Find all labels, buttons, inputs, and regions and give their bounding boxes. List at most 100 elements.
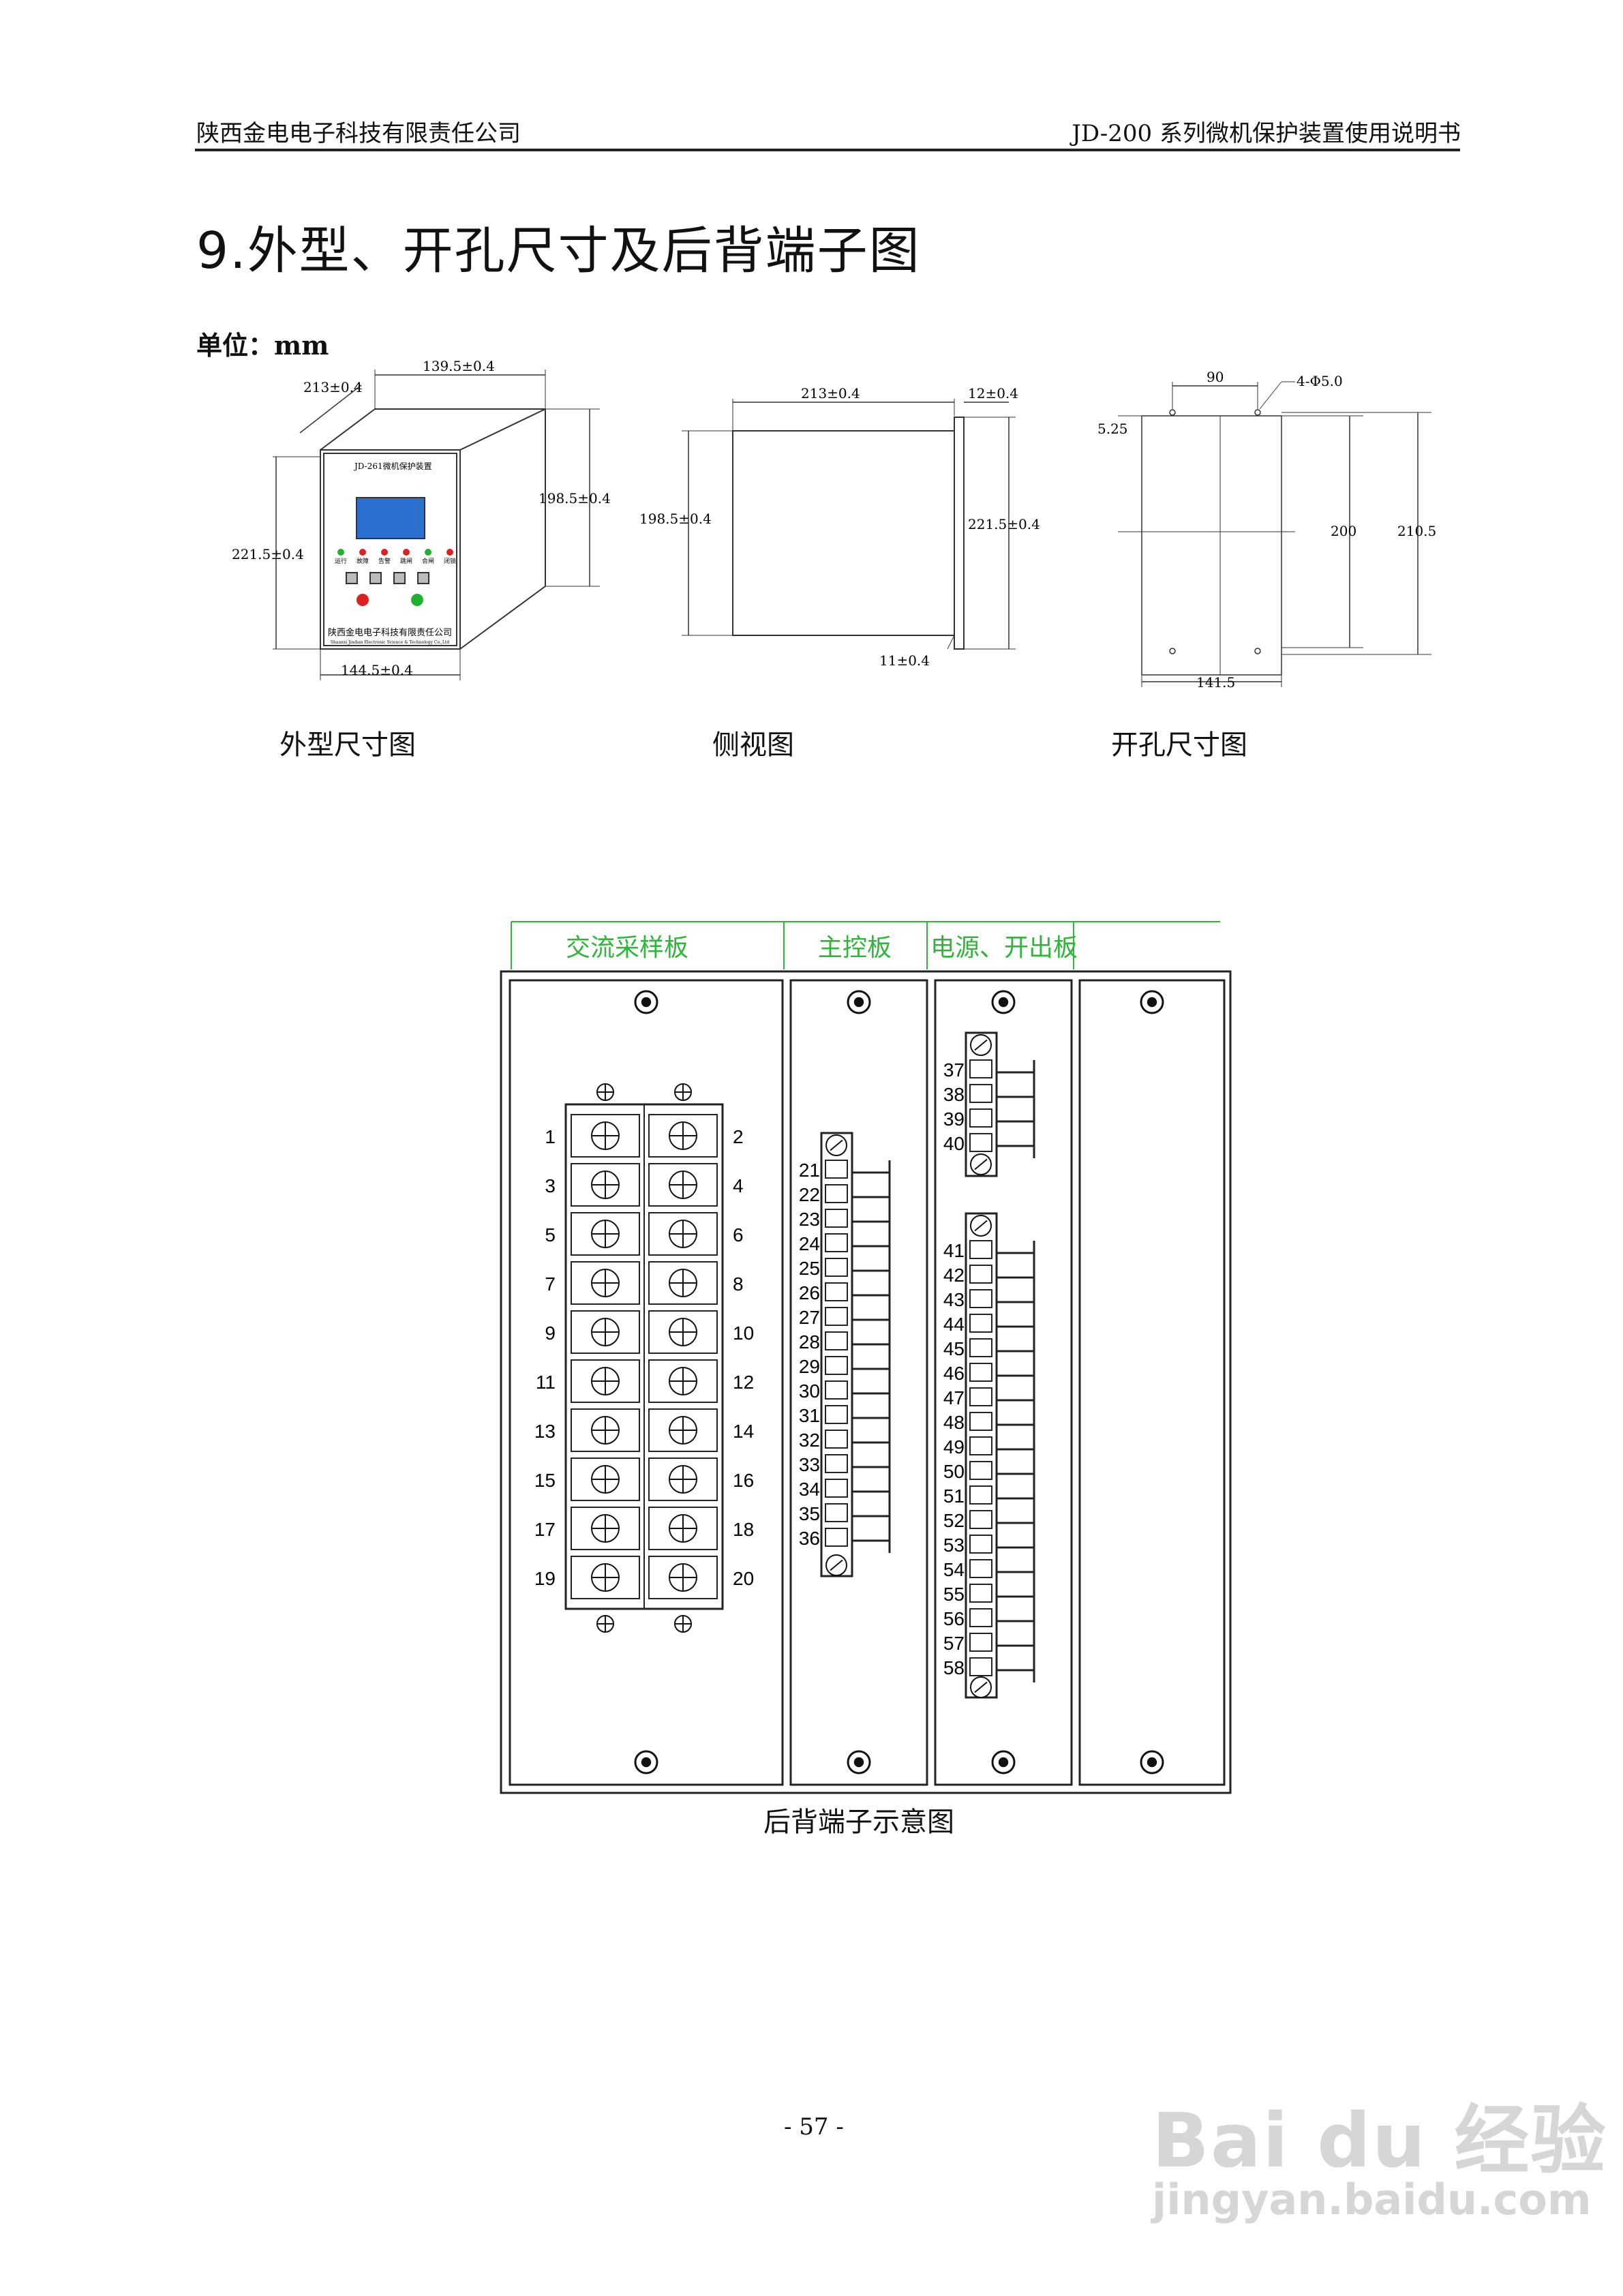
- pin-slot: [825, 1160, 848, 1179]
- pin-number: 35: [799, 1503, 820, 1524]
- ac-terminal-number: 19: [534, 1568, 556, 1589]
- pin-number: 26: [799, 1282, 820, 1303]
- pin-number: 47: [943, 1387, 965, 1408]
- dim-side-213: 213±0.4: [801, 385, 860, 402]
- ac-terminal-number: 7: [545, 1273, 556, 1295]
- pin-number: 51: [943, 1485, 965, 1507]
- caption-side: 侧视图: [712, 729, 794, 761]
- header-manual-title: JD-200 系列微机保护装置使用说明书: [1072, 120, 1461, 147]
- board-label-ac: 交流采样板: [566, 934, 688, 962]
- pin-number: 39: [943, 1108, 965, 1130]
- led-label-trip: 跳闸: [400, 557, 412, 565]
- cross-screw-icon: [596, 1083, 614, 1101]
- pin-number: 23: [799, 1209, 820, 1230]
- ac-terminal-number: 17: [534, 1519, 556, 1540]
- screw-icon: [847, 1750, 871, 1774]
- cross-screw-icon: [591, 1220, 620, 1248]
- pin-slot: [969, 1436, 992, 1455]
- cross-screw-icon: [596, 1615, 614, 1633]
- dim-side-12: 12±0.4: [968, 385, 1018, 402]
- pin-number: 49: [943, 1436, 965, 1457]
- cross-screw-icon: [591, 1416, 620, 1445]
- ac-terminal-number: 18: [733, 1519, 754, 1540]
- caption-rear: 后背端子示意图: [763, 1807, 954, 1838]
- cross-screw-icon: [669, 1170, 697, 1199]
- pin-number: 29: [799, 1356, 820, 1377]
- pin-slot: [825, 1356, 848, 1375]
- pin-number: 41: [943, 1240, 965, 1261]
- cross-screw-icon: [591, 1269, 620, 1297]
- header-company: 陕西金电电子科技有限责任公司: [196, 120, 521, 147]
- panel-company-label: 陕西金电电子科技有限责任公司: [328, 627, 452, 638]
- screw-icon: [634, 1750, 658, 1774]
- cross-screw-icon: [591, 1563, 620, 1592]
- caption-cutout: 开孔尺寸图: [1111, 729, 1247, 761]
- cross-screw-icon: [669, 1269, 697, 1297]
- pin-number: 21: [799, 1160, 820, 1181]
- dim-cutout-90: 90: [1207, 369, 1224, 385]
- pin-slot: [969, 1289, 992, 1308]
- cross-screw-icon: [669, 1416, 697, 1445]
- device-label: JD-261微机保护装置: [353, 462, 432, 471]
- header-divider: [195, 149, 1460, 151]
- pin-slot: [969, 1387, 992, 1406]
- led-label-alarm: 告警: [378, 557, 391, 565]
- unit-label: 单位：mm: [196, 330, 329, 361]
- pin-slot: [969, 1412, 992, 1431]
- pin-slot: [825, 1184, 848, 1203]
- cross-screw-icon: [591, 1367, 620, 1395]
- pin-number: 55: [943, 1584, 965, 1605]
- pin-slot: [969, 1584, 992, 1603]
- pin-slot: [825, 1454, 848, 1473]
- pin-slot: [825, 1331, 848, 1350]
- dim-side-198: 198.5±0.4: [639, 511, 712, 527]
- pin-number: 37: [943, 1059, 965, 1081]
- pin-slot: [969, 1265, 992, 1284]
- screw-icon: [991, 1750, 1016, 1774]
- pin-slot: [969, 1510, 992, 1529]
- cutout-view-drawing: 90 4-Φ5.0 5.25 200 210.5 141.5: [1097, 369, 1436, 691]
- led-label-fault: 故障: [357, 557, 369, 565]
- ac-terminal-number: 3: [545, 1175, 556, 1196]
- pin-number: 30: [799, 1380, 820, 1402]
- dim-depth-139: 139.5±0.4: [423, 358, 495, 374]
- ac-terminal-number: 5: [545, 1224, 556, 1245]
- pin-slot: [825, 1405, 848, 1424]
- pin-number: 27: [799, 1307, 820, 1328]
- pin-slot: [969, 1314, 992, 1333]
- pin-slot: [969, 1240, 992, 1259]
- pin-number: 42: [943, 1265, 965, 1286]
- slot-screw-icon: [970, 1676, 992, 1698]
- pin-slot: [825, 1430, 848, 1449]
- dim-height-221: 221.5±0.4: [232, 546, 304, 562]
- ac-terminal-number: 1: [545, 1126, 556, 1147]
- pin-number: 36: [799, 1528, 820, 1549]
- ac-terminal-number: 15: [534, 1470, 556, 1491]
- pin-slot: [969, 1084, 992, 1103]
- dim-cutout-holes: 4-Φ5.0: [1296, 373, 1343, 389]
- ac-terminal-number: 9: [545, 1323, 556, 1344]
- ac-terminal-number: 12: [733, 1372, 754, 1393]
- pin-slot: [969, 1461, 992, 1480]
- pin-number: 54: [943, 1559, 965, 1580]
- dim-cutout-200: 200: [1331, 523, 1356, 539]
- pin-number: 50: [943, 1461, 965, 1482]
- ac-terminal-number: 14: [733, 1421, 754, 1442]
- pin-slot: [825, 1258, 848, 1277]
- ac-terminal-number: 8: [733, 1273, 744, 1295]
- mounting-screws: [634, 990, 1164, 1774]
- cross-screw-icon: [669, 1220, 697, 1248]
- slot-screw-icon: [970, 1034, 992, 1056]
- pin-slot: [825, 1209, 848, 1228]
- cross-screw-icon: [669, 1563, 697, 1592]
- pin-slot: [969, 1059, 992, 1078]
- ac-terminal-number: 10: [733, 1323, 754, 1344]
- pin-slot: [825, 1307, 848, 1326]
- pin-slot: [969, 1657, 992, 1676]
- page-number: - 57 -: [784, 2113, 844, 2141]
- ac-terminal-number: 6: [733, 1224, 744, 1245]
- pin-slot: [825, 1282, 848, 1301]
